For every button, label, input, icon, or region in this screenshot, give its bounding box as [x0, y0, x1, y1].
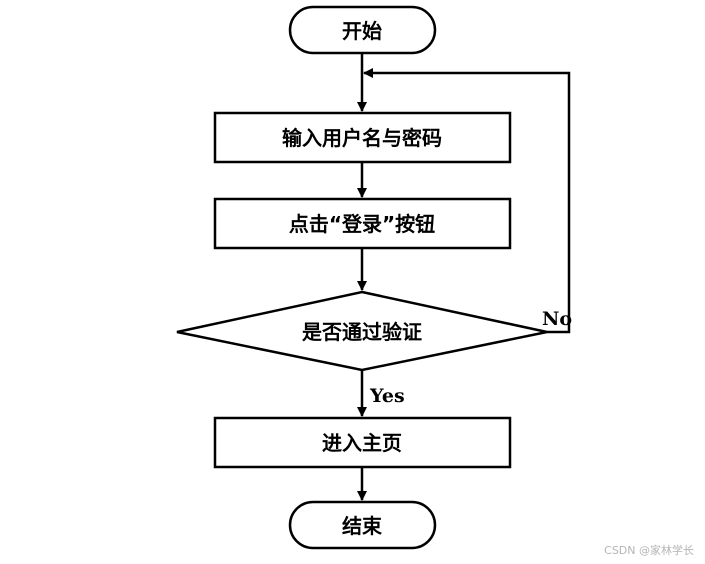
end-node: 结束 — [288, 500, 437, 550]
enter-home-label: 进入主页 — [322, 431, 402, 455]
input-credentials-label: 输入用户名与密码 — [282, 126, 442, 150]
decision-node: 是否通过验证 — [176, 290, 548, 372]
decision-label: 是否通过验证 — [301, 320, 422, 344]
end-label: 结束 — [342, 514, 383, 538]
start-label: 开始 — [342, 19, 382, 43]
arrow-no-loop — [363, 68, 571, 334]
enter-home-node: 进入主页 — [213, 416, 512, 469]
no-label: No — [542, 308, 572, 330]
click-login-label: 点击“登录”按钮 — [289, 212, 435, 236]
input-credentials-node: 输入用户名与密码 — [213, 111, 512, 164]
yes-label: Yes — [369, 385, 405, 407]
click-login-node: 点击“登录”按钮 — [213, 197, 512, 250]
watermark: CSDN @家林学长 — [604, 544, 694, 557]
start-node: 开始 — [288, 5, 437, 55]
